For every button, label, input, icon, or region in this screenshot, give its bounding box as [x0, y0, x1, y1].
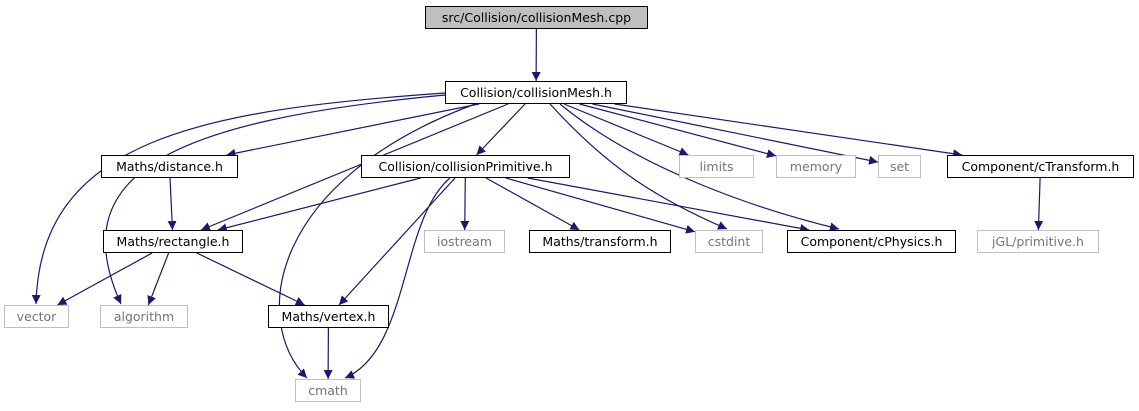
edge-collisionmesh-to-memory: [579, 103, 777, 158]
node-component-ctransform-h[interactable]: Component/cTransform.h: [947, 155, 1134, 178]
edge-collisionprimitive-to-cstdint: [505, 177, 696, 234]
edge-rectangle-to-vector: [57, 252, 153, 306]
edge-collisionmesh-to-cstdint: [549, 103, 728, 230]
edge-collisionprimitive-to-vertex: [338, 177, 456, 306]
edge-collisionmesh-to-limits: [563, 103, 689, 156]
edge-collisionmesh-to-distance: [226, 103, 480, 158]
edge-collisionmesh-to-collisionprimitive: [476, 103, 526, 156]
node-limits: limits: [679, 155, 754, 178]
edge-collisionmesh-to-cmath: [278, 103, 476, 379]
node-jgl-primitive-h: jGL/primitive.h: [977, 230, 1099, 253]
node-memory: memory: [776, 155, 856, 178]
node-algorithm: algorithm: [100, 305, 188, 328]
edge-collisionprimitive-to-iostream: [460, 177, 470, 231]
node-collision-collisionmesh-h[interactable]: Collision/collisionMesh.h: [445, 81, 627, 104]
edge-collisionmesh-to-ctransform: [614, 103, 963, 159]
edge-rectangle-to-algorithm: [147, 252, 170, 306]
edge-collisionprimitive-to-cphysics: [527, 177, 810, 233]
node-maths-vertex-h[interactable]: Maths/vertex.h: [268, 305, 389, 328]
node-src-collision-collisionmesh-cpp[interactable]: src/Collision/collisionMesh.cpp: [425, 6, 648, 29]
node-maths-rectangle-h[interactable]: Maths/rectangle.h: [103, 230, 243, 253]
edge-collisionmesh-to-vector: [31, 92, 446, 305]
node-iostream: iostream: [424, 230, 505, 253]
edge-collisionprimitive-to-transform: [485, 177, 580, 231]
node-component-cphysics-h[interactable]: Component/cPhysics.h: [787, 230, 956, 253]
edge-ctransform-to-primitive: [1034, 177, 1044, 231]
node-vector: vector: [4, 305, 69, 328]
edge-collisionprimitive-to-rectangle: [217, 177, 421, 233]
edge-distance-to-rectangle: [167, 177, 177, 231]
node-maths-transform-h[interactable]: Maths/transform.h: [529, 230, 671, 253]
edge-collisionmesh-to-cphysics: [559, 103, 840, 232]
edge-collisionmesh-to-rectangle: [200, 103, 509, 231]
node-cmath: cmath: [295, 379, 361, 402]
dependency-edges: [31, 28, 1044, 380]
node-cstdint: cstdint: [695, 230, 763, 253]
edge-rectangle-to-vertex: [196, 252, 305, 306]
edge-collisionprimitive-to-cmath: [344, 177, 451, 379]
node-collision-collisionprimitive-h[interactable]: Collision/collisionPrimitive.h: [361, 155, 570, 178]
node-maths-distance-h[interactable]: Maths/distance.h: [101, 155, 238, 178]
edge-collisionmesh-to-set: [592, 103, 879, 165]
node-set: set: [878, 155, 921, 178]
